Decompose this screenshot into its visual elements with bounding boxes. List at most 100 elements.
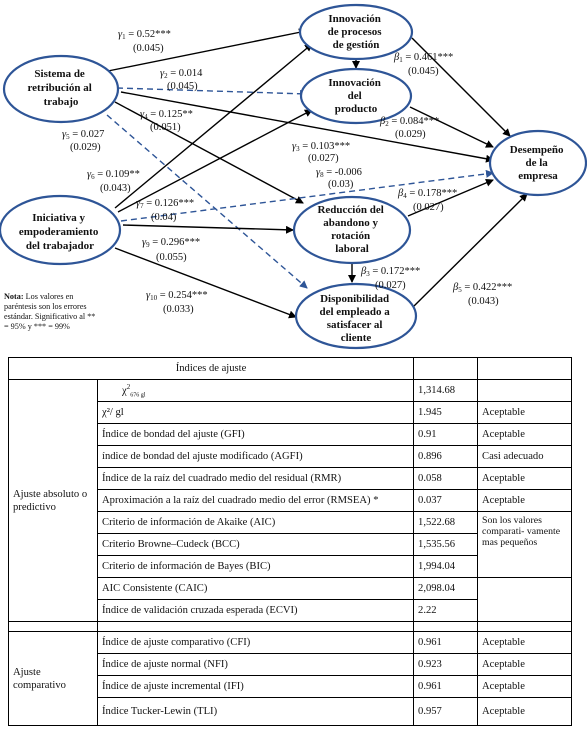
row-label: Criterio Browne–Cudeck (BCC) [96, 533, 415, 556]
coef-g8: γ8 = -0.006 [316, 167, 362, 179]
edge-iet-dec [114, 247, 297, 319]
node-label-de: Desempeño de la empresa [510, 144, 567, 182]
row-value: 0.896 [413, 445, 479, 468]
coef-g2-se: (0.045) [167, 81, 198, 92]
table-row: Ajuste comparativo Índice de ajuste comp… [8, 631, 573, 726]
row-eval: Casi adecuado [477, 445, 573, 468]
coef-b3-se: (0.027) [375, 280, 406, 291]
table-header: Índices de ajuste [7, 357, 415, 380]
node-innovacion-producto [299, 67, 413, 125]
row-eval: Aceptable [477, 675, 573, 698]
row-value: 0.923 [413, 653, 479, 676]
edge-srt-ip [116, 87, 308, 98]
node-reduccion-abandono [292, 195, 412, 265]
row-eval: Aceptable [477, 489, 573, 512]
table-spacer-row [8, 621, 573, 632]
table-row: Ajuste absoluto o predictivo χ2676 gl 1,… [8, 379, 573, 622]
edge-srt-de [120, 91, 494, 163]
node-desempeno-empresa [488, 129, 587, 197]
table-row: Índice de ajuste normal (NFI) 0.923 Acep… [9, 653, 573, 676]
edge-iet-rar [122, 224, 294, 234]
coef-g2: γ2 = 0.014 [160, 68, 203, 80]
sem-path-diagram: Sistema de retribución al trabajo Inicia… [0, 3, 587, 350]
edge-iet-ipg [114, 43, 313, 209]
node-label-dec: Disponibilidad del empleado a satisfacer… [319, 293, 392, 344]
coef-g8-se: (0.03) [328, 179, 354, 190]
coef-g5-se: (0.029) [70, 142, 101, 153]
coef-g3-se: (0.027) [308, 153, 339, 164]
coef-g9-se: (0.055) [156, 252, 187, 263]
edge-ip-de [409, 106, 494, 148]
coef-g7-se: (0.04) [151, 212, 177, 223]
edge-rar-de [407, 179, 494, 217]
row-eval [477, 379, 573, 402]
node-label-ipg: Innovación de procesos de gestión [328, 13, 385, 51]
row-value: 2.22 [413, 599, 479, 622]
table-row: Índice de validación cruzada esperada (E… [9, 599, 572, 622]
node-label-iet: Iniciativa y empoderamiento del trabajad… [19, 212, 101, 252]
row-eval: Aceptable [477, 631, 573, 654]
node-innovacion-procesos [298, 3, 414, 61]
coefficient-labels: γ1 = 0.52*** (0.045) γ2 = 0.014 (0.045) … [62, 29, 512, 315]
coef-g3: γ3 = 0.103*** [292, 141, 350, 153]
edge-srt-ipg [102, 28, 307, 73]
nodes [0, 3, 587, 350]
row-label: Índice de bondad del ajuste (GFI) [96, 423, 415, 446]
coef-b1-se: (0.045) [408, 66, 439, 77]
fit-indices-table: Índices de ajuste Ajuste absoluto o pred… [7, 357, 573, 726]
group-ajuste-comparativo: Ajuste comparativo [8, 631, 98, 726]
table-row: Índice de la raíz del cuadrado medio del… [9, 467, 573, 490]
node-label-ip: Innovación del producto [328, 77, 383, 115]
coef-g5: γ5 = 0.027 [62, 129, 104, 141]
edge-ipg-de [411, 37, 511, 137]
row-value: 0.037 [413, 489, 479, 512]
row-eval: Aceptable [477, 423, 573, 446]
coef-g9: γ9 = 0.296*** [142, 237, 200, 249]
row-label: Índice de la raíz del cuadrado medio del… [96, 467, 415, 490]
row-label: Índice de ajuste incremental (IFI) [96, 675, 415, 698]
edge-srt-rar [114, 101, 304, 204]
row-eval: Aceptable [477, 401, 573, 424]
row-eval: Aceptable [477, 697, 573, 726]
row-label: Índice de validación cruzada esperada (E… [96, 599, 415, 622]
row-label: Criterio de información de Bayes (BIC) [96, 555, 415, 578]
row-value: 1,314.68 [413, 379, 479, 402]
edge-dec-de [411, 193, 528, 309]
coef-b4-se: (0.027) [413, 202, 444, 213]
table-row: Aproximación a la raíz del cuadrado medi… [9, 489, 573, 512]
coef-b2-se: (0.029) [395, 129, 426, 140]
edge-srt-dec [106, 114, 308, 289]
row-label: Índice de ajuste normal (NFI) [96, 653, 415, 676]
row-label: Aproximación a la raíz del cuadrado medi… [96, 489, 415, 512]
node-label-rar: Reducción del abandono y rotación labora… [317, 204, 386, 255]
table-header-row: Índices de ajuste [7, 357, 573, 380]
node-label-srt: Sistema de retribución al trabajo [27, 68, 94, 108]
row-value: 0.957 [413, 697, 479, 726]
row-value: 1,535.56 [413, 533, 479, 556]
coef-b1: β1 = 0.461*** [393, 52, 453, 64]
table-row: AIC Consistente (CAIC) 2,098.04 [9, 577, 573, 622]
coef-g4-se: (0.051) [150, 122, 181, 133]
coef-g7: γ7 = 0.126*** [136, 198, 194, 210]
row-label: Criterio de información de Akaike (AIC) [96, 511, 415, 534]
row-value: 0.91 [413, 423, 479, 446]
table-row: Criterio de información de Akaike (AIC) … [9, 511, 573, 578]
note-text: Los valores en paréntesis son los errore… [4, 292, 96, 331]
coef-g4: γ4 = 0.125** [140, 109, 193, 121]
coef-b2: β2 = 0.084*** [379, 116, 439, 128]
row-eval: Aceptable [477, 467, 573, 490]
coef-g1-se: (0.045) [133, 43, 164, 54]
table-row: Índice Tucker-Lewin (TLI) 0.957 Aceptabl… [9, 697, 573, 726]
coef-g10-se: (0.033) [163, 304, 194, 315]
coef-b5: β5 = 0.422*** [452, 282, 512, 294]
coef-b3: β3 = 0.172*** [360, 266, 420, 278]
coef-b4: β4 = 0.178*** [397, 188, 457, 200]
node-iniciativa-empoderamiento [0, 194, 122, 266]
row-label: AIC Consistente (CAIC) [96, 577, 415, 600]
row-value: 0.961 [413, 631, 479, 654]
group-ajuste-absoluto: Ajuste absoluto o predictivo [8, 379, 98, 622]
row-label: índice de bondad del ajuste modificado (… [96, 445, 415, 468]
coef-g10: γ10 = 0.254*** [146, 290, 208, 302]
row-value: 1,522.68 [413, 511, 479, 534]
edges [102, 28, 528, 319]
